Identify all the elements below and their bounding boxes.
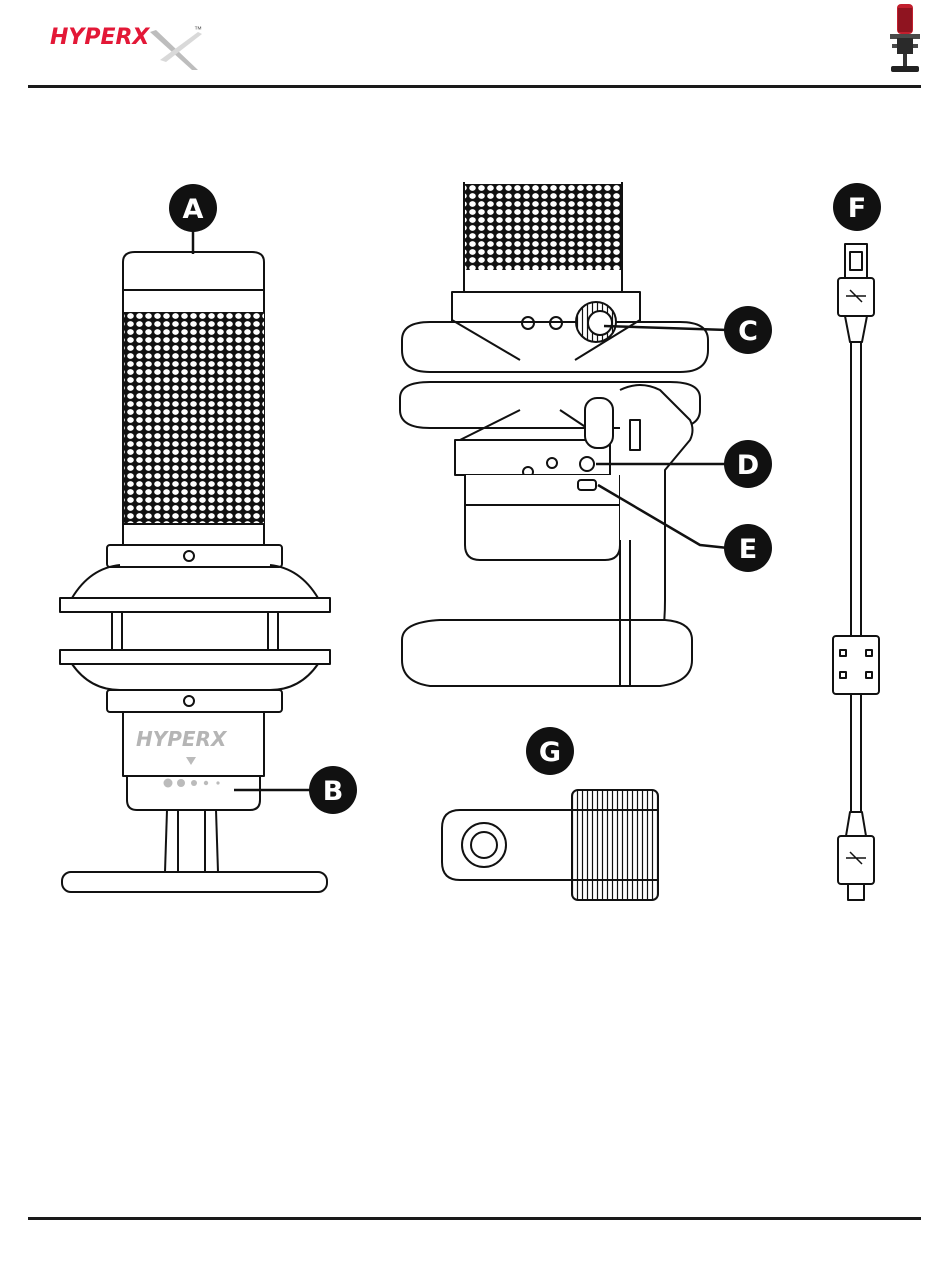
headphone-icon — [580, 457, 594, 471]
callout-c: C — [724, 306, 772, 354]
callout-b: B — [309, 766, 357, 814]
svg-text:A: A — [183, 194, 204, 225]
mount-adapter — [442, 790, 658, 900]
callout-e: E — [724, 524, 772, 572]
callout-g: G — [526, 727, 574, 775]
usb-cable — [833, 244, 879, 900]
callout-a: A — [169, 184, 217, 232]
callout-d: D — [724, 440, 772, 488]
svg-text:B: B — [323, 776, 344, 807]
svg-text:F: F — [848, 193, 866, 224]
microphone-front-view — [60, 252, 330, 892]
svg-text:C: C — [738, 316, 758, 347]
callout-f: F — [833, 183, 881, 231]
svg-text:E: E — [739, 534, 757, 565]
usb-icon — [578, 480, 596, 490]
svg-text:D: D — [737, 450, 759, 481]
svg-text:G: G — [539, 737, 561, 768]
microphone-side-view — [400, 182, 708, 686]
mic-body-logo: HYPERX — [136, 727, 228, 751]
